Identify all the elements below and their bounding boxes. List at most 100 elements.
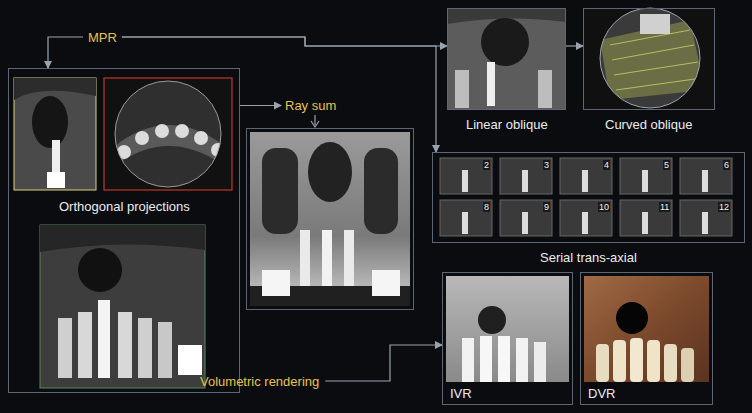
illustration-shape <box>322 230 332 290</box>
connector-arrow <box>240 105 281 106</box>
illustration-shape <box>308 142 352 202</box>
illustration-shape <box>600 8 700 108</box>
panel-caption: Linear oblique <box>466 117 548 132</box>
illustration-shape <box>135 131 149 145</box>
illustration-shape <box>14 78 96 190</box>
slice-number: 2 <box>483 160 490 170</box>
slice-number: 9 <box>543 202 550 212</box>
illustration-shape <box>462 212 468 234</box>
illustration-shape <box>98 300 110 378</box>
illustration-shape <box>446 276 569 382</box>
illustration-shape <box>522 170 528 192</box>
slice-number: 12 <box>718 202 730 212</box>
illustration-shape <box>262 270 290 296</box>
illustration-shape <box>115 81 221 187</box>
coronal-image <box>40 225 205 388</box>
illustration-shape <box>78 248 122 292</box>
axial-image <box>104 78 232 190</box>
illustration-shape <box>447 8 566 110</box>
image-panel: IVR <box>442 272 573 405</box>
section-label: Volumetric rendering <box>198 372 321 390</box>
slice-number: 4 <box>603 160 610 170</box>
illustration-shape <box>155 124 169 138</box>
illustration-shape <box>138 318 152 378</box>
illustration-shape <box>481 18 529 66</box>
illustration-shape <box>582 212 588 234</box>
panel-caption: DVR <box>588 386 615 401</box>
connector-arrow <box>325 345 442 381</box>
connector-arrow <box>122 37 436 152</box>
illustration-shape <box>596 344 609 382</box>
image-panel: Curved oblique <box>583 8 715 110</box>
connector-arrow <box>566 45 583 46</box>
illustration-shape <box>583 8 715 110</box>
illustration-shape <box>642 212 648 234</box>
illustration-shape <box>158 322 172 378</box>
illustration-shape <box>372 270 400 296</box>
illustration-shape <box>500 158 552 194</box>
illustration-shape <box>262 148 298 234</box>
dvr-image <box>584 276 709 382</box>
illustration-shape <box>40 225 205 252</box>
ray-sum-pointer-head <box>311 121 319 127</box>
illustration-shape <box>455 70 469 108</box>
illustration-shape <box>440 200 492 236</box>
panel-caption: Orthogonal projections <box>59 199 190 214</box>
illustration-shape <box>680 200 732 236</box>
illustration-shape <box>175 124 189 138</box>
illustration-shape <box>516 338 528 382</box>
illustration-shape <box>620 158 672 194</box>
illustration-shape <box>664 344 677 382</box>
section-label-text: Volumetric rendering <box>198 373 321 390</box>
section-label-text: MPR <box>86 29 119 46</box>
illustration-shape <box>534 342 546 382</box>
illustration-shape <box>462 170 468 192</box>
image-panel: DVR <box>580 272 713 405</box>
illustration-shape <box>538 70 552 108</box>
illustration-shape <box>620 200 672 236</box>
section-label: MPR <box>86 28 119 46</box>
illustration-shape <box>40 225 205 388</box>
illustration-shape <box>702 212 708 234</box>
illustration-shape <box>681 348 694 382</box>
ray-sum-image <box>250 132 410 306</box>
illustration-shape <box>582 170 588 192</box>
illustration-shape <box>300 230 310 290</box>
illustration-shape <box>194 131 208 145</box>
sagittal-image <box>14 78 96 190</box>
illustration-shape <box>58 318 72 378</box>
illustration-shape <box>14 78 96 100</box>
illustration-shape <box>478 306 506 334</box>
slice-number: 11 <box>659 202 670 212</box>
illustration-shape <box>680 158 732 194</box>
illustration-shape <box>480 336 492 382</box>
illustration-shape <box>616 302 648 334</box>
illustration-shape <box>610 30 702 90</box>
slice-number: 8 <box>483 202 490 212</box>
image-panel: Ray sum <box>246 128 414 310</box>
connector-arrow <box>122 37 447 46</box>
illustration-shape <box>344 230 354 290</box>
illustration-shape <box>613 340 626 382</box>
linear-oblique-image <box>447 8 566 110</box>
slice-number: 10 <box>598 202 610 212</box>
illustration-shape <box>702 170 708 192</box>
image-panel: Orthogonal projections <box>8 68 240 393</box>
slice-number: 6 <box>723 160 730 170</box>
illustration-shape <box>498 336 510 382</box>
illustration-shape <box>462 338 474 382</box>
slice-number: 5 <box>663 160 670 170</box>
illustration-shape <box>522 212 528 234</box>
panel-caption: Curved oblique <box>605 117 692 132</box>
illustration-shape <box>647 340 660 382</box>
curved-oblique-image <box>583 8 715 110</box>
illustration-shape <box>118 312 132 378</box>
illustration-shape <box>584 276 709 382</box>
illustration-shape <box>560 158 612 194</box>
illustration-shape <box>364 148 398 234</box>
ivr-image <box>446 276 569 382</box>
illustration-shape <box>500 200 552 236</box>
illustration-shape <box>117 145 131 159</box>
illustration-shape <box>110 78 230 190</box>
